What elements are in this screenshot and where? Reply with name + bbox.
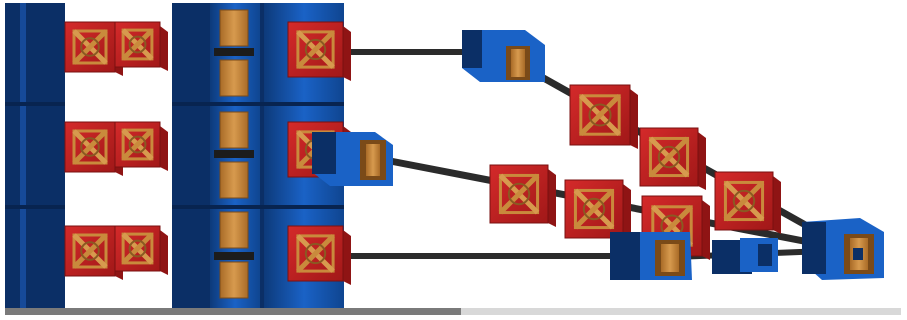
floor-strip-light [461, 308, 901, 315]
cross-joint-14 [564, 179, 631, 242]
bracket-middle-left [312, 132, 393, 186]
floor-strip-dark [5, 308, 461, 315]
bracket-top [462, 30, 545, 82]
cross-joint-2 [114, 21, 168, 71]
rack-column-left [5, 3, 65, 308]
bracket-bottom-center [610, 232, 692, 280]
cross-joint-4 [64, 121, 123, 176]
cross-joint-12 [714, 171, 781, 234]
cross-joint-9 [287, 225, 351, 285]
bracket-bottom-small [712, 238, 778, 274]
cross-joint-7 [64, 225, 123, 280]
bracket-right [802, 218, 884, 280]
cross-joint-1 [64, 21, 123, 76]
cross-joint-11 [639, 127, 706, 190]
cross-joint-5 [114, 121, 168, 171]
cross-joint-10 [569, 84, 638, 149]
cross-joint-13 [489, 164, 556, 227]
cross-joint-8 [114, 225, 168, 275]
cross-joint-3 [287, 21, 351, 81]
middle-tan-slides [214, 9, 254, 299]
